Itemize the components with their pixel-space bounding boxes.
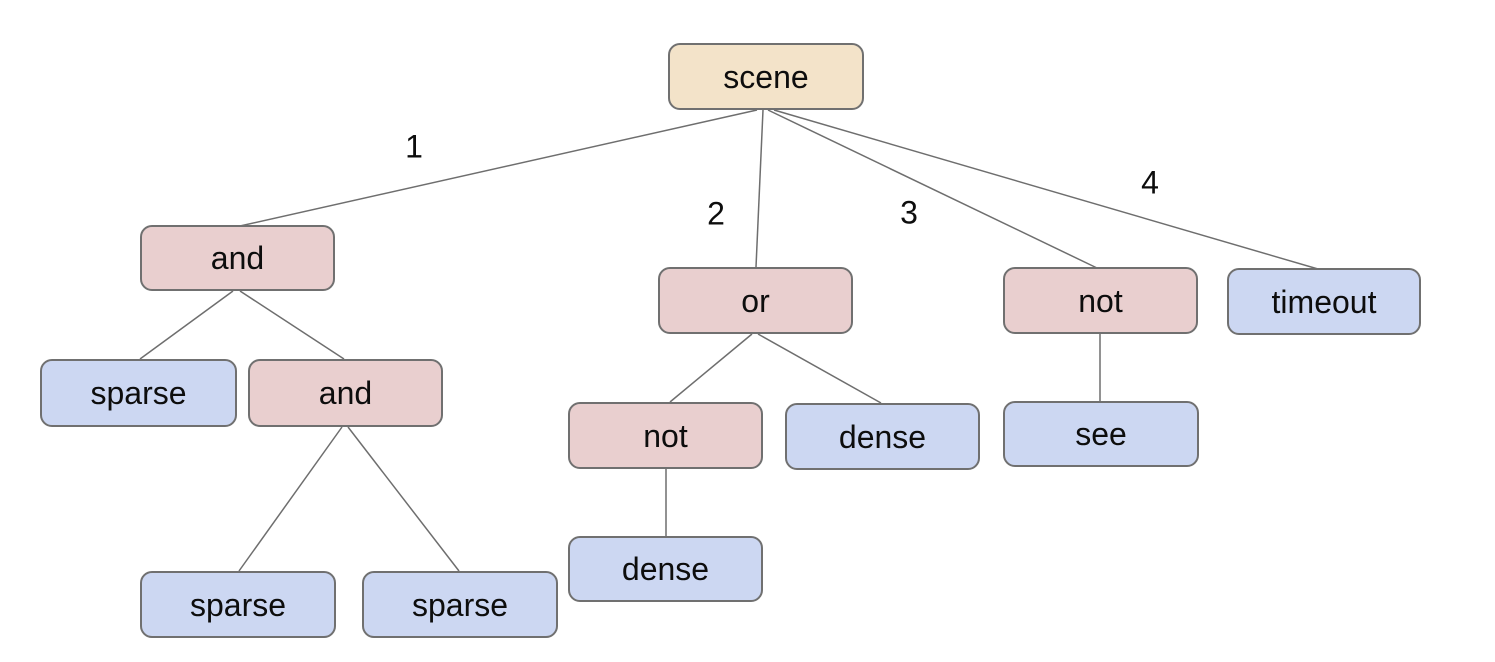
tree-node-sparse-2: sparse xyxy=(140,571,336,638)
edge-scene-timeout xyxy=(773,109,1319,270)
edge-label-4: 4 xyxy=(1141,164,1159,201)
edge-scene-or xyxy=(755,109,764,268)
edge-or-not xyxy=(669,333,753,403)
tree-node-sparse-1: sparse xyxy=(40,359,237,427)
edge-and2-sparse xyxy=(238,426,343,572)
edge-and-and xyxy=(239,290,345,360)
edge-or-dense xyxy=(757,333,882,404)
edge-and-sparse xyxy=(139,290,234,360)
tree-node-sparse-3: sparse xyxy=(362,571,558,638)
tree-node-not: not xyxy=(1003,267,1198,334)
tree-node-see: see xyxy=(1003,401,1199,467)
tree-node-and: and xyxy=(140,225,335,291)
tree-node-dense-2: dense xyxy=(568,536,763,602)
edge-label-1: 1 xyxy=(405,128,423,165)
edge-scene-and xyxy=(239,109,758,227)
tree-node-or: or xyxy=(658,267,853,334)
tree-node-scene: scene xyxy=(668,43,864,110)
tree-node-not-nested: not xyxy=(568,402,763,469)
edge-scene-not xyxy=(767,109,1098,269)
tree-node-and-nested: and xyxy=(248,359,443,427)
edge-label-2: 2 xyxy=(707,195,725,232)
edge-label-3: 3 xyxy=(900,194,918,231)
tree-node-dense-1: dense xyxy=(785,403,980,470)
tree-node-timeout: timeout xyxy=(1227,268,1421,335)
edge-and2-sparse2 xyxy=(347,426,460,572)
